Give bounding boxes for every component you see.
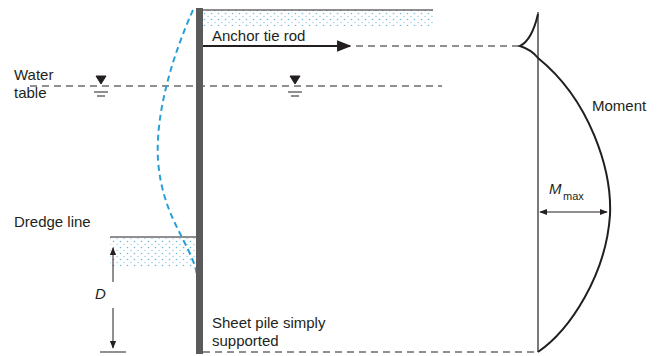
moment-symbol: M — [549, 180, 562, 198]
backfill-soil — [203, 10, 433, 26]
tie-rod-level-line — [356, 46, 520, 47]
sheet-pile — [196, 8, 203, 354]
dredge-soil — [110, 238, 196, 268]
tie-rod-label: Anchor tie rod — [212, 27, 305, 45]
water-table-symbol — [288, 76, 302, 96]
pile-tip-level-line — [203, 352, 538, 353]
dimension-tick — [100, 352, 126, 353]
moment-label: Moment — [592, 97, 646, 115]
anchor-tie-rod — [203, 45, 350, 47]
mmax-arrow — [540, 212, 607, 213]
moment-curve — [520, 14, 610, 352]
ground-surface — [203, 9, 433, 10]
sheet-pile-label: Sheet pile simply supported — [212, 314, 377, 350]
dimension-arrow — [113, 248, 114, 282]
embedment-depth-label: D — [95, 285, 106, 303]
dredge-line — [110, 236, 196, 237]
water-table-label: Water table — [14, 66, 66, 102]
moment-subscript: max — [563, 187, 584, 205]
moment-axis — [537, 12, 538, 352]
deflected-shape — [158, 10, 202, 352]
water-table-symbol — [94, 76, 108, 96]
dimension-arrow — [113, 308, 114, 348]
dredge-line-label: Dredge line — [14, 213, 91, 231]
water-table-line — [30, 86, 442, 87]
